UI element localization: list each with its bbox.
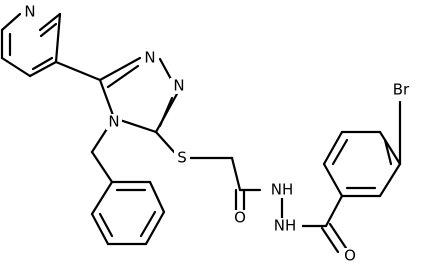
bond bbox=[378, 130, 402, 166]
bond-double bbox=[98, 212, 114, 238]
bond bbox=[28, 60, 58, 78]
atom-sulfur: S bbox=[177, 149, 187, 167]
bond bbox=[98, 56, 142, 82]
bond-double bbox=[139, 210, 157, 238]
bromophenyl-ring bbox=[322, 130, 402, 198]
bond bbox=[90, 180, 114, 216]
bond bbox=[322, 130, 344, 166]
bond-pyridine-triazole bbox=[54, 60, 102, 82]
bond bbox=[98, 78, 116, 120]
atom-triazole-n2: N bbox=[173, 77, 184, 95]
bond bbox=[144, 210, 166, 246]
bond bbox=[0, 12, 22, 32]
bond-c-aryl bbox=[324, 194, 344, 228]
phenyl-ring bbox=[90, 180, 166, 246]
atom-carbonyl-oxygen-1: O bbox=[234, 209, 246, 227]
bond-double bbox=[31, 56, 54, 71]
atom-carbonyl-oxygen-2: O bbox=[344, 247, 356, 265]
atom-triazole-n1: N bbox=[144, 49, 155, 67]
bond-co2-double-2 bbox=[328, 222, 348, 250]
atom-hydrazide-nh-2: NH bbox=[274, 217, 297, 235]
bond-co2-double-1 bbox=[320, 226, 340, 254]
atom-bromine: Br bbox=[393, 81, 410, 99]
bond-ch2-co bbox=[230, 156, 242, 192]
atom-pyridine-n: N bbox=[24, 3, 35, 21]
bond bbox=[54, 12, 62, 64]
atom-labels: N N N N S O NH NH O Br bbox=[22, 3, 414, 265]
atom-triazole-n4: N bbox=[108, 113, 119, 131]
bond-c-s bbox=[154, 130, 176, 154]
bond-double bbox=[158, 96, 174, 128]
bond-double bbox=[106, 64, 140, 89]
bond-double bbox=[383, 138, 393, 166]
atom-hydrazide-nh-1: NH bbox=[271, 181, 294, 199]
bond-ch2-phenyl bbox=[90, 150, 114, 184]
bond bbox=[38, 12, 62, 32]
bond bbox=[378, 162, 402, 198]
bond-double bbox=[331, 138, 349, 166]
pyridine-ring bbox=[0, 12, 62, 78]
bond bbox=[90, 212, 110, 246]
bond-double bbox=[39, 22, 58, 38]
bond bbox=[322, 162, 344, 198]
bond bbox=[148, 180, 166, 214]
bond bbox=[0, 56, 32, 78]
